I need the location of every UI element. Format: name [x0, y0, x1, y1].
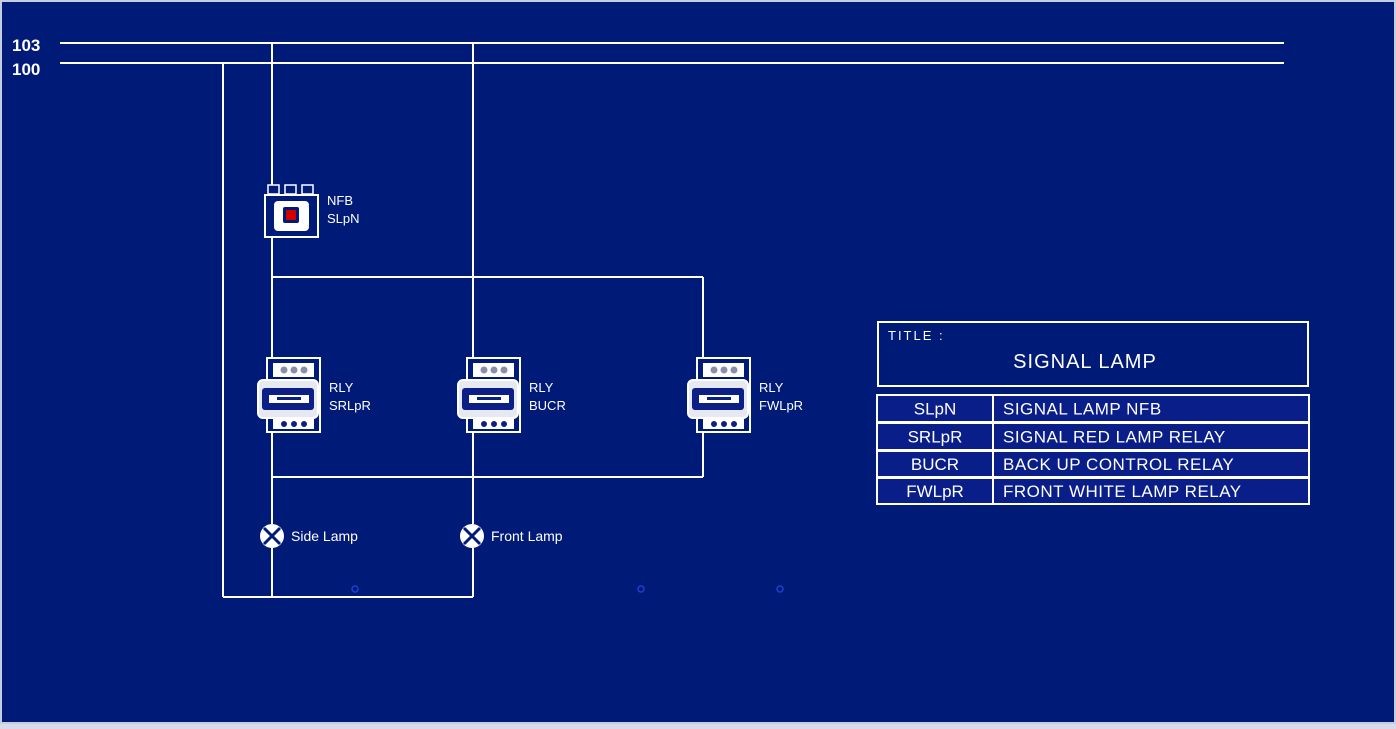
relays: RLY SRLpR RLY BUCR RLY FWLpR	[257, 357, 803, 433]
legend-code: SLpN	[914, 400, 957, 419]
relay-screw	[491, 421, 497, 427]
legend-description-cell	[992, 422, 1310, 451]
relay-screw	[710, 366, 718, 374]
connection-markers	[351, 585, 784, 593]
connection-dot	[351, 585, 359, 593]
legend-description: FRONT WHITE LAMP RELAY	[1003, 482, 1242, 501]
relay-screw	[501, 421, 507, 427]
title-box	[877, 321, 1309, 387]
relay-screw	[290, 366, 298, 374]
relay-icon[interactable]	[457, 357, 521, 433]
relay-screw	[720, 366, 728, 374]
relay-slot	[477, 397, 501, 400]
relay-screw	[721, 421, 727, 427]
legend-table: SLpN SIGNAL LAMP NFB SRLpR SIGNAL RED LAMP …	[876, 394, 1310, 505]
legend-code: BUCR	[911, 455, 959, 474]
relay-screw	[481, 421, 487, 427]
legend-row: SLpN SIGNAL LAMP NFB	[876, 394, 1310, 423]
relay-type-label: RLY	[759, 380, 784, 395]
relay-screw	[731, 421, 737, 427]
legend-description: SIGNAL RED LAMP RELAY	[1003, 428, 1226, 447]
title-label: TITLE :	[888, 328, 945, 343]
title-text: SIGNAL LAMP	[1013, 351, 1157, 373]
relay-icon[interactable]	[257, 357, 321, 433]
nfb-tag-label: SLpN	[327, 211, 360, 226]
front-lamp-icon[interactable]	[460, 524, 484, 548]
relay-screw	[711, 421, 717, 427]
nfb-breaker-icon[interactable]	[264, 184, 319, 238]
nfb-terminal	[284, 184, 297, 195]
connection-dot	[776, 585, 784, 593]
nfb-indicator	[286, 210, 296, 220]
relay-screw	[301, 421, 307, 427]
wiring	[60, 42, 1284, 598]
relay-tag-label: BUCR	[529, 398, 566, 413]
legend-description: SIGNAL LAMP NFB	[1003, 400, 1162, 419]
legend-row: FWLpR FRONT WHITE LAMP RELAY	[876, 477, 1310, 505]
relay-type-label: RLY	[529, 380, 554, 395]
relay-screw	[291, 421, 297, 427]
nfb-terminal	[267, 184, 280, 195]
legend-code: SRLpR	[908, 428, 963, 447]
relay-slot	[707, 397, 731, 400]
legend-description-cell	[992, 394, 1310, 423]
relay-tag-label: FWLpR	[759, 398, 803, 413]
relay-screw	[730, 366, 738, 374]
side-lamp-label: Side Lamp	[291, 528, 358, 544]
relay-tag-label: SRLpR	[329, 398, 371, 413]
legend-code: FWLpR	[906, 482, 964, 501]
side-lamp-icon[interactable]	[260, 524, 284, 548]
legend-row: SRLpR SIGNAL RED LAMP RELAY	[876, 422, 1310, 451]
bus-label: 103	[12, 36, 40, 55]
relay-type-label: RLY	[329, 380, 354, 395]
front-lamp-label: Front Lamp	[491, 528, 563, 544]
relay-icon[interactable]	[687, 357, 751, 433]
legend-row: BUCR BACK UP CONTROL RELAY	[876, 450, 1310, 478]
relay-screw	[500, 366, 508, 374]
legend-description-cell	[992, 477, 1310, 505]
lamp-cross	[462, 526, 482, 546]
relay-screw	[480, 366, 488, 374]
nfb-terminal	[301, 184, 314, 195]
relay-screw	[281, 421, 287, 427]
nfb-type-label: NFB	[327, 193, 353, 208]
lamp-cross	[262, 526, 282, 546]
bus-label: 100	[12, 60, 40, 79]
legend-description: BACK UP CONTROL RELAY	[1003, 455, 1234, 474]
relay-screw	[300, 366, 308, 374]
relay-slot	[277, 397, 301, 400]
relay-screw	[280, 366, 288, 374]
connection-dot	[637, 585, 645, 593]
relay-screw	[490, 366, 498, 374]
legend-code-cell	[876, 422, 994, 451]
